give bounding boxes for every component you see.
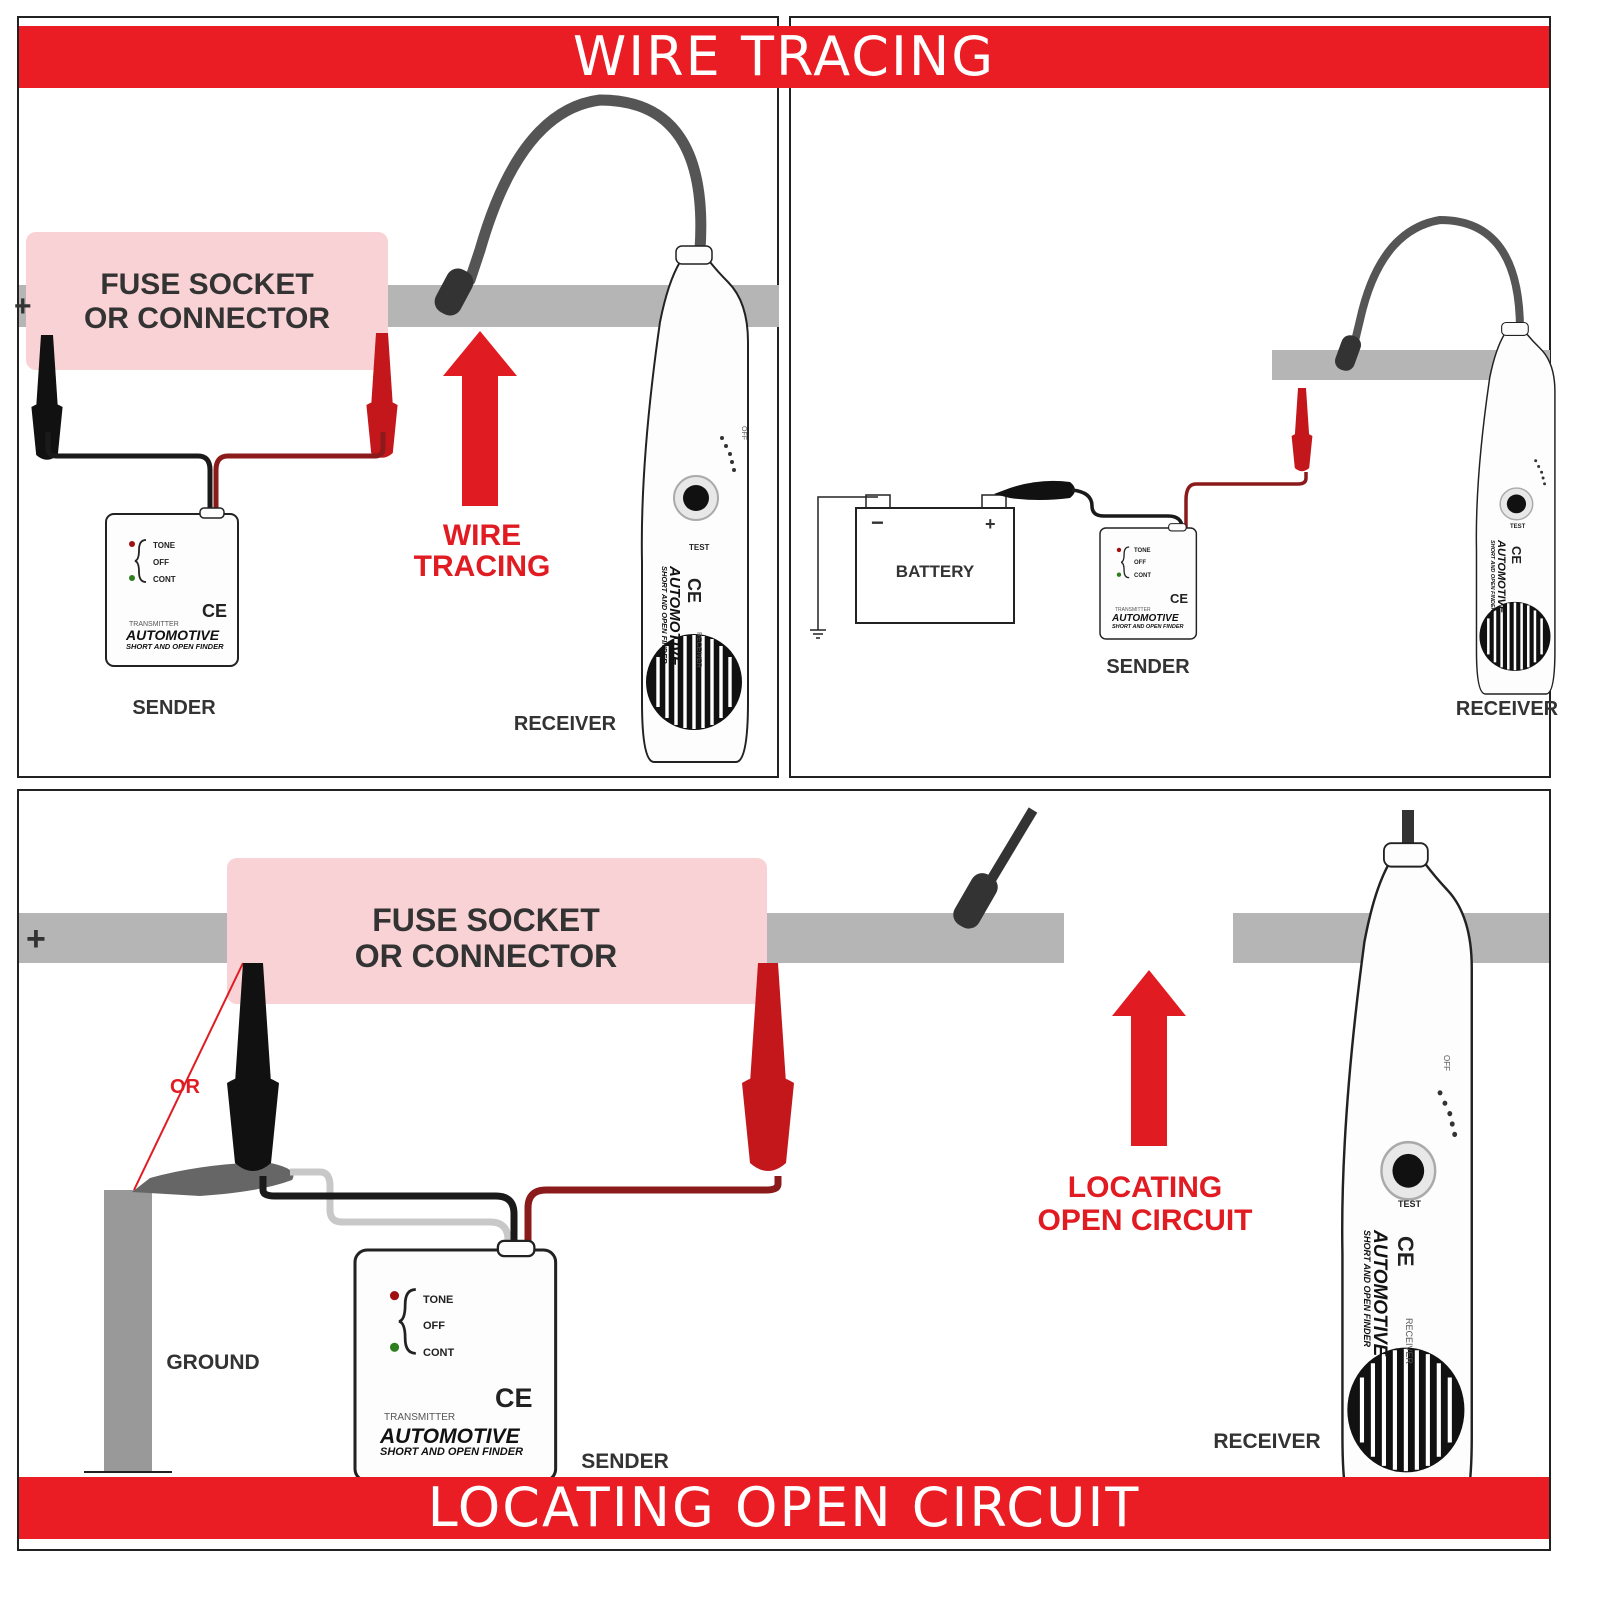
- receiver-ce-left: CE: [684, 578, 704, 603]
- wire-bar-bottom: [19, 913, 1549, 963]
- sender-tag-bottom: TRANSMITTER: [384, 1412, 455, 1423]
- ground-symbol-right: [810, 629, 826, 639]
- sender-mode-cont-left: CONT: [153, 575, 176, 584]
- receiver-sub-bottom: SHORT AND OPEN FINDER: [1362, 1230, 1372, 1348]
- gray-lead-bottom: [290, 1168, 512, 1250]
- gray-clip-bottom: [132, 1162, 294, 1196]
- sender-mode-off-right: OFF: [1134, 560, 1146, 566]
- receiver-tag-left: RECEIVER: [695, 632, 702, 668]
- receiver-label-bottom: RECEIVER: [1213, 1430, 1320, 1453]
- red-lead-right: [1184, 472, 1308, 528]
- fuse-box-title-bottom-2: OR CONNECTOR: [355, 938, 618, 974]
- probe-cable-bottom: [980, 807, 1038, 893]
- panel-wire-tracing-right: [789, 16, 1551, 778]
- sender-mode-cont-right: CONT: [1134, 573, 1151, 579]
- sender-mode-off-bottom: OFF: [423, 1320, 445, 1332]
- ground-post: [104, 1190, 152, 1472]
- banner-wire-tracing: WIRE TRACING: [19, 26, 1549, 88]
- arrow-label-bottom-1: LOCATING: [1068, 1171, 1222, 1204]
- receiver-sub-left: SHORT AND OPEN FINDER: [660, 566, 669, 664]
- sender-mode-tone-right: TONE: [1134, 548, 1151, 554]
- receiver-brand-right: AUTOMOTIVE: [1495, 539, 1507, 614]
- sender-mode-tone-bottom: TONE: [423, 1294, 453, 1306]
- sender-sub-left: SHORT AND OPEN FINDER: [126, 642, 224, 651]
- or-indicator-line: [133, 962, 244, 1191]
- plus-sign-left: +: [14, 290, 32, 323]
- sender-sub-right: SHORT AND OPEN FINDER: [1112, 624, 1184, 630]
- receiver-test-bottom: TEST: [1398, 1199, 1422, 1209]
- banner-title-bottom: LOCATING OPEN CIRCUIT: [427, 1476, 1141, 1539]
- receiver-ce-bottom: CE: [1393, 1236, 1418, 1267]
- sender-brand-bottom: AUTOMOTIVE: [379, 1425, 521, 1448]
- battery-pos-sign: +: [985, 514, 996, 534]
- receiver-label-right: RECEIVER: [1456, 698, 1559, 720]
- receiver-probe-tip-right: [1334, 335, 1362, 371]
- ground-label: GROUND: [166, 1351, 259, 1374]
- sender-mode-cont-bottom: CONT: [423, 1347, 454, 1359]
- receiver-off-bottom: OFF: [1442, 1055, 1451, 1071]
- sender-brand-left: AUTOMOTIVE: [125, 627, 220, 643]
- arrow-up-bottom: [1112, 970, 1186, 1146]
- receiver-probe-tip-bottom: [953, 873, 998, 929]
- plus-sign-bottom: +: [26, 920, 46, 958]
- receiver-probe-tip-left: [434, 268, 474, 316]
- arrow-label-left-1: WIRE: [443, 519, 521, 552]
- receiver-brand-bottom: AUTOMOTIVE: [1369, 1229, 1390, 1358]
- red-lead-bottom: [524, 1176, 782, 1250]
- red-clip-right: [1291, 388, 1313, 472]
- black-lead-bottom: [259, 1176, 518, 1250]
- or-label: OR: [170, 1076, 201, 1098]
- sender-label-right: SENDER: [1106, 656, 1190, 678]
- sender-label-bottom: SENDER: [581, 1450, 669, 1473]
- sender-mode-tone-left: TONE: [153, 541, 176, 550]
- fuse-socket-box-left: [26, 232, 388, 370]
- sender-ce-bottom: CE: [495, 1383, 533, 1413]
- banner-locating-open-circuit: LOCATING OPEN CIRCUIT: [19, 1477, 1549, 1539]
- fuse-box-title-left-2: OR CONNECTOR: [84, 302, 330, 335]
- receiver-probe-cable-left: [464, 94, 707, 286]
- sender-label-left: SENDER: [132, 697, 216, 719]
- arrow-up-left: [443, 331, 517, 506]
- sender-ce-right: CE: [1170, 591, 1188, 606]
- fuse-socket-box-bottom: [227, 858, 767, 1004]
- arrow-label-bottom-2: OPEN CIRCUIT: [1037, 1204, 1252, 1237]
- fuse-box-title-left-1: FUSE SOCKET: [100, 268, 313, 301]
- sender-tag-left: TRANSMITTER: [129, 621, 179, 628]
- receiver-label-left: RECEIVER: [514, 713, 617, 735]
- arrow-label-left-2: TRACING: [414, 550, 551, 583]
- banner-title-top: WIRE TRACING: [572, 25, 996, 88]
- sender-ce-left: CE: [202, 601, 227, 621]
- black-clip-right: [994, 480, 1075, 500]
- receiver-probe-cable-right: [1350, 215, 1524, 349]
- receiver-ce-right: CE: [1509, 546, 1524, 564]
- battery-label: BATTERY: [896, 562, 975, 581]
- sender-brand-right: AUTOMOTIVE: [1111, 613, 1179, 624]
- red-lead-left: [213, 432, 386, 514]
- receiver-tag-bottom: RECEIVER: [1404, 1318, 1414, 1365]
- sender-mode-off-left: OFF: [153, 558, 169, 567]
- sender-sub-bottom: SHORT AND OPEN FINDER: [380, 1446, 523, 1458]
- receiver-test-left: TEST: [689, 543, 710, 552]
- receiver-brand-left: AUTOMOTIVE: [666, 565, 683, 667]
- receiver-off-left: OFF: [740, 426, 747, 440]
- fuse-box-title-bottom-1: FUSE SOCKET: [372, 902, 600, 938]
- battery-body: [855, 507, 1015, 624]
- sender-tag-right: TRANSMITTER: [1115, 607, 1151, 613]
- battery-terminal-pos: [981, 494, 1007, 509]
- battery-ground-wire: [817, 496, 878, 630]
- battery-neg-sign: −: [871, 510, 884, 535]
- black-lead-right: [1071, 488, 1184, 529]
- black-lead-left: [45, 432, 213, 514]
- receiver-test-right: TEST: [1510, 524, 1526, 530]
- receiver-sub-right: SHORT AND OPEN FINDER: [1489, 540, 1495, 612]
